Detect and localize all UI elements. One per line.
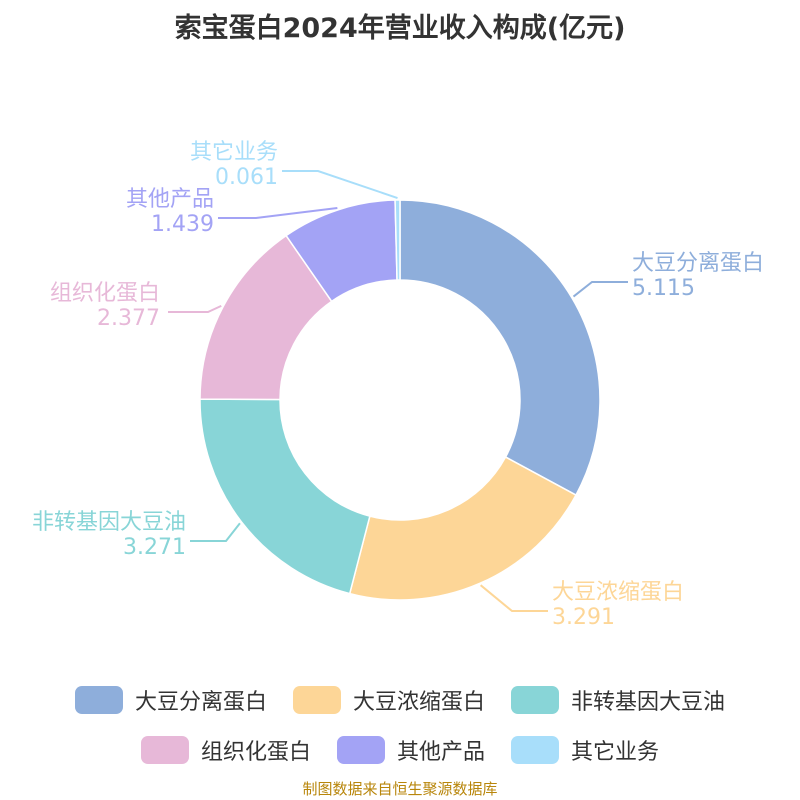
legend: 大豆分离蛋白 大豆浓缩蛋白 非转基因大豆油 组织化蛋白 其他产品 其它业务 [0, 684, 800, 766]
slice-label: 组织化蛋白 [50, 281, 160, 306]
legend-swatch [74, 686, 123, 714]
slice-value-label: 5.115 [632, 276, 695, 301]
legend-item[interactable]: 其它业务 [511, 734, 659, 766]
leader-line [218, 206, 338, 219]
legend-label: 大豆分离蛋白 [134, 690, 267, 715]
slice-value-label: 3.291 [552, 605, 615, 630]
donut-slice[interactable] [399, 199, 601, 497]
donut-slice[interactable] [394, 199, 401, 281]
legend-item[interactable]: 大豆浓缩蛋白 [292, 684, 485, 716]
legend-label: 其他产品 [396, 740, 485, 765]
slice-label: 大豆分离蛋白 [632, 251, 764, 276]
legend-label: 其它业务 [571, 740, 660, 765]
legend-swatch [511, 736, 559, 764]
legend-item[interactable]: 非转基因大豆油 [511, 684, 725, 716]
leader-line [479, 584, 548, 612]
legend-swatch [336, 736, 385, 764]
slice-value-label: 1.439 [151, 212, 214, 237]
legend-item[interactable]: 其他产品 [336, 734, 485, 766]
legend-label: 组织化蛋白 [200, 740, 311, 765]
slice-label: 非转基因大豆油 [32, 510, 186, 535]
slice-value-label: 3.271 [123, 535, 186, 560]
leader-line [168, 304, 222, 313]
legend-item[interactable]: 大豆分离蛋白 [74, 684, 267, 716]
slice-label: 其他产品 [126, 187, 214, 212]
donut-slice[interactable] [348, 456, 577, 601]
slice-label: 其它业务 [190, 140, 278, 165]
leader-line [282, 170, 398, 199]
leader-line [190, 522, 241, 542]
legend-swatch [140, 736, 189, 764]
legend-row-1: 大豆分离蛋白 大豆浓缩蛋白 非转基因大豆油 [0, 684, 800, 716]
chart-title: 索宝蛋白2024年营业收入构成(亿元) [174, 13, 626, 44]
slice-value-label: 2.377 [97, 306, 160, 331]
leader-line [572, 281, 628, 298]
legend-row-2: 组织化蛋白 其他产品 其它业务 [0, 734, 800, 766]
legend-swatch [292, 686, 341, 714]
data-source-note: 制图数据来自恒生聚源数据库 [302, 780, 498, 798]
legend-swatch [511, 686, 559, 714]
legend-item[interactable]: 组织化蛋白 [140, 734, 311, 766]
donut-slice[interactable] [199, 398, 371, 595]
legend-label: 非转基因大豆油 [571, 690, 726, 715]
slice-value-label: 0.061 [215, 165, 278, 190]
slice-label: 大豆浓缩蛋白 [552, 580, 684, 605]
legend-label: 大豆浓缩蛋白 [352, 690, 485, 715]
